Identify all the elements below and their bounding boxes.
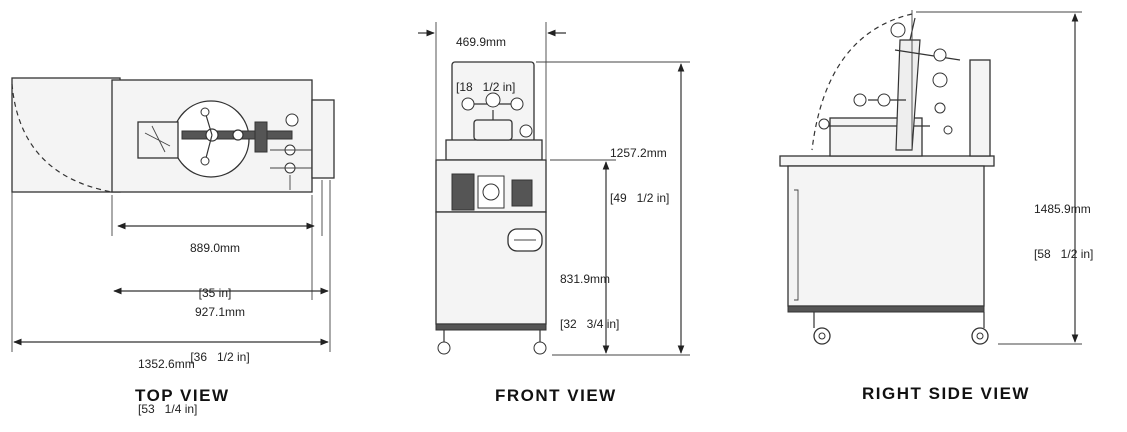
side-view-title: RIGHT SIDE VIEW (862, 384, 1030, 403)
side-height-in: [58 1/2 in] (1034, 247, 1094, 261)
front-cabinet-height-dim-label: 831.9mm [32 3/4 in] (560, 242, 630, 347)
top-width-mm: 889.0mm (189, 241, 241, 255)
front-overall-height-dim-label: 1257.2mm [49 1/2 in] (610, 116, 680, 221)
top-width-dim-label: 889.0mm [35 in] (180, 211, 250, 316)
front-cabinet-height-mm: 831.9mm (560, 272, 611, 286)
top-depth-in: [36 1/2 in] (190, 350, 250, 364)
side-height-dim-label: 1485.9mm [58 1/2 in] (1034, 172, 1124, 277)
front-width-dim-label: 469.9mm [18 1/2 in] (456, 5, 556, 110)
top-view-title: TOP VIEW (135, 386, 230, 405)
technical-drawing (11, 10, 1082, 356)
top-depth-dim-label: 927.1mm [36 1/2 in] (180, 275, 260, 380)
top-view-drawing (11, 77, 335, 352)
top-width-in: [35 in] (198, 286, 232, 300)
front-cabinet-height-in: [32 3/4 in] (560, 317, 620, 331)
front-width-in: [18 1/2 in] (456, 80, 516, 94)
front-view-title: FRONT VIEW (495, 386, 617, 405)
top-overall-dim-label: 1352.6mm [53 1/4 in] (138, 327, 238, 432)
top-overall-mm: 1352.6mm (138, 357, 195, 371)
front-width-mm: 469.9mm (456, 35, 507, 49)
side-height-mm: 1485.9mm (1034, 202, 1091, 216)
front-overall-height-in: [49 1/2 in] (610, 191, 670, 205)
side-view-drawing (779, 10, 1082, 345)
front-overall-height-mm: 1257.2mm (610, 146, 667, 160)
top-depth-mm: 927.1mm (194, 305, 246, 319)
front-view-drawing (418, 22, 690, 356)
